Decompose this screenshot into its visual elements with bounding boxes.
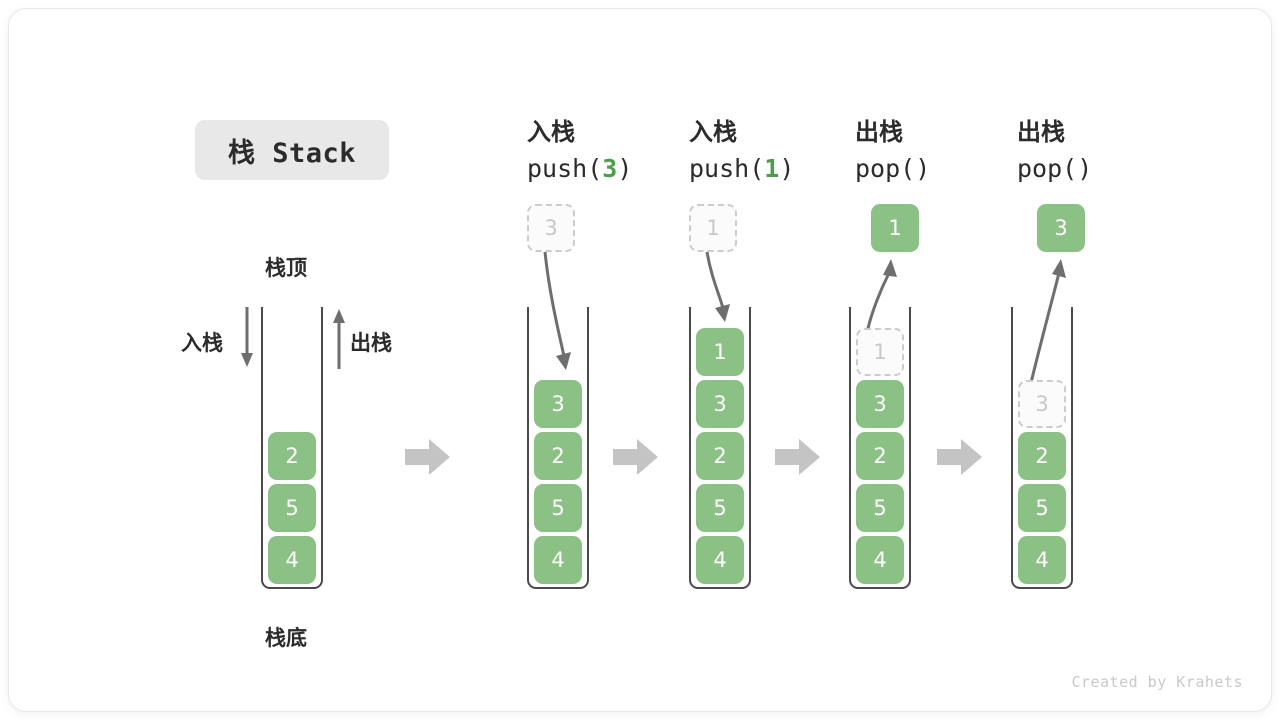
pop-motion-arrow-icon bbox=[1029, 259, 1066, 384]
stack-container-initial bbox=[261, 307, 323, 589]
column-op-label: 出栈 bbox=[1017, 118, 1065, 146]
stack-cell: 4 bbox=[856, 536, 904, 584]
stack-cell: 5 bbox=[856, 484, 904, 532]
stack-cell: 4 bbox=[268, 536, 316, 584]
op-suffix: ) bbox=[1077, 154, 1093, 183]
op-arg: 3 bbox=[602, 154, 618, 183]
title-badge: 栈 Stack bbox=[195, 120, 389, 180]
floating-cell-push-1: 1 bbox=[689, 204, 737, 252]
stack-cell: 2 bbox=[268, 432, 316, 480]
popped-cell-3: 3 bbox=[1037, 204, 1085, 252]
push-direction-arrow-icon bbox=[241, 307, 253, 367]
popped-cell-1: 1 bbox=[871, 204, 919, 252]
stack-cell: 5 bbox=[268, 484, 316, 532]
stack-cell: 3 bbox=[534, 380, 582, 428]
column-op-call: pop() bbox=[855, 151, 1055, 187]
stack-container-pop-3 bbox=[1011, 307, 1073, 589]
stack-cell: 2 bbox=[856, 432, 904, 480]
pop-direction-arrow-icon bbox=[333, 309, 345, 369]
stack-cell: 5 bbox=[696, 484, 744, 532]
stack-cell-ghost: 1 bbox=[856, 328, 904, 376]
stack-bottom-label: 栈底 bbox=[265, 626, 307, 650]
op-prefix: pop( bbox=[855, 154, 916, 183]
column-op-call: pop() bbox=[1017, 151, 1217, 187]
flow-arrow-icon bbox=[775, 439, 820, 475]
push-legend-label: 入栈 bbox=[181, 331, 223, 355]
pop-legend-label: 出栈 bbox=[350, 331, 392, 355]
column-header-push-1: 入栈 push(1) bbox=[689, 113, 889, 187]
op-suffix: ) bbox=[915, 154, 931, 183]
push-motion-arrow-icon bbox=[705, 251, 730, 322]
stack-cells-initial: 2 5 4 bbox=[268, 432, 316, 584]
stack-cell: 5 bbox=[1018, 484, 1066, 532]
column-header-pop-1: 出栈 pop() bbox=[855, 113, 1055, 187]
stack-cell: 4 bbox=[696, 536, 744, 584]
stack-cell: 2 bbox=[534, 432, 582, 480]
stack-top-label: 栈顶 bbox=[265, 256, 307, 280]
stack-cells-push-3: 3 2 5 4 bbox=[534, 380, 582, 584]
stack-container-pop-1 bbox=[849, 307, 911, 589]
stack-cells-push-1: 1 3 2 5 4 bbox=[696, 328, 744, 584]
op-prefix: pop( bbox=[1017, 154, 1078, 183]
footer-credit: Created by Krahets bbox=[1071, 673, 1243, 691]
column-op-call: push(3) bbox=[527, 151, 727, 187]
diagram-card: 栈 Stack 栈顶 栈底 入栈 出栈 2 5 4 入栈 push(3) 3 3… bbox=[8, 8, 1272, 712]
floating-cell-push-3: 3 bbox=[527, 204, 575, 252]
column-header-pop-3: 出栈 pop() bbox=[1017, 113, 1217, 187]
stack-cell: 4 bbox=[534, 536, 582, 584]
stack-cell: 2 bbox=[696, 432, 744, 480]
stack-container-push-1 bbox=[689, 307, 751, 589]
title-text: 栈 Stack bbox=[227, 137, 357, 169]
op-prefix: push( bbox=[689, 154, 765, 183]
stack-cell: 4 bbox=[1018, 536, 1066, 584]
column-header-push-3: 入栈 push(3) bbox=[527, 113, 727, 187]
push-motion-arrow-icon bbox=[543, 251, 571, 370]
pop-motion-arrow-icon bbox=[865, 259, 897, 334]
op-arg: 1 bbox=[764, 154, 780, 183]
stack-cell-ghost: 3 bbox=[1018, 380, 1066, 428]
stack-cell: 3 bbox=[696, 380, 744, 428]
stack-cell: 5 bbox=[534, 484, 582, 532]
stack-cell: 1 bbox=[696, 328, 744, 376]
column-op-label: 出栈 bbox=[855, 118, 903, 146]
stack-cell: 3 bbox=[856, 380, 904, 428]
column-op-call: push(1) bbox=[689, 151, 889, 187]
column-op-label: 入栈 bbox=[527, 118, 575, 146]
stack-cells-pop-3: 3 2 5 4 bbox=[1018, 380, 1066, 584]
stack-cells-pop-1: 1 3 2 5 4 bbox=[856, 328, 904, 584]
flow-arrow-icon bbox=[405, 439, 450, 475]
op-prefix: push( bbox=[527, 154, 603, 183]
flow-arrow-icon bbox=[937, 439, 982, 475]
stack-container-push-3 bbox=[527, 307, 589, 589]
op-suffix: ) bbox=[617, 154, 633, 183]
flow-arrow-icon bbox=[613, 439, 658, 475]
stack-cell: 2 bbox=[1018, 432, 1066, 480]
op-suffix: ) bbox=[779, 154, 795, 183]
column-op-label: 入栈 bbox=[689, 118, 737, 146]
